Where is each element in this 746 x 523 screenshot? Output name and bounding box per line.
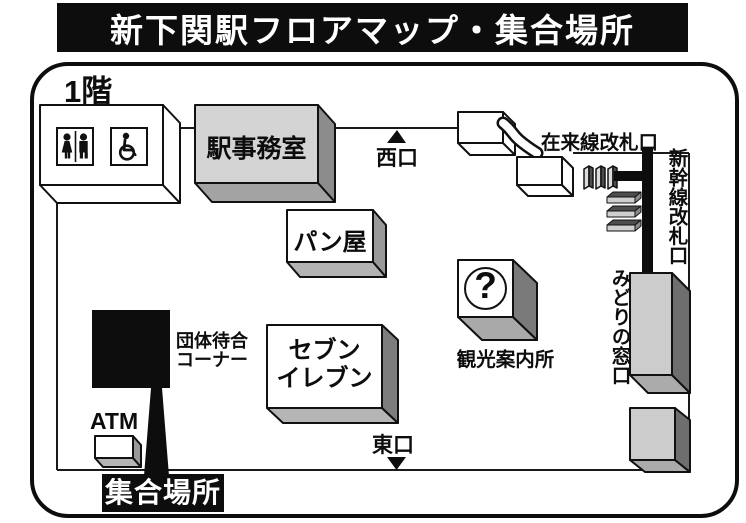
- stairs-lower-box: [516, 156, 574, 197]
- midori-window-label: みどりの窓口: [608, 268, 630, 385]
- bakery-box: [286, 209, 387, 278]
- restroom-icon: [56, 127, 94, 166]
- group-waiting-label: 団体待合 コーナー: [176, 332, 248, 369]
- seven-eleven-label-line2: イレブン: [276, 365, 373, 392]
- page-title: 新下関駅フロアマップ・集合場所: [57, 3, 688, 52]
- floor-label: 1階: [64, 74, 113, 109]
- gate-connector-bars: [614, 147, 653, 274]
- station-office-label: 駅事務室: [206, 135, 307, 163]
- conventional-gate-label: 在来線改札口: [541, 132, 659, 154]
- meeting-pointer-wedge: [144, 388, 169, 476]
- question-circle-icon: [464, 267, 507, 310]
- escalator-icon: [496, 116, 544, 160]
- seven-eleven-label: セブン イレブン: [267, 337, 382, 393]
- bottom-right-box: [629, 407, 691, 473]
- question-mark: ?: [474, 265, 497, 306]
- meeting-point-badge: 集合場所: [102, 474, 224, 512]
- group-waiting-label-line1: 団体待合: [176, 331, 248, 351]
- west-exit-label: 西口: [376, 147, 418, 170]
- west-exit-arrow-icon: [387, 130, 406, 143]
- east-exit-arrow-icon: [387, 457, 406, 470]
- atm-box: [94, 435, 142, 468]
- seven-eleven-label-line1: セブン: [288, 337, 361, 364]
- shinkansen-gate-label: 新幹線改札口: [665, 148, 687, 265]
- station-office-box: [194, 104, 336, 203]
- atm-label: ATM: [90, 408, 139, 434]
- group-waiting-label-line2: コーナー: [176, 349, 248, 370]
- bakery-label: パン屋: [293, 229, 367, 256]
- group-waiting-area: [92, 310, 170, 388]
- east-exit-label: 東口: [372, 434, 414, 457]
- tourist-info-box: [457, 259, 538, 341]
- tourist-info-label: 観光案内所: [456, 349, 555, 371]
- ticket-gate-pillars: [583, 165, 618, 190]
- midori-window-box: [629, 272, 691, 394]
- wheelchair-icon: [110, 127, 148, 166]
- seven-eleven-box: [266, 324, 399, 424]
- shinkansen-gate-machines: [606, 191, 642, 232]
